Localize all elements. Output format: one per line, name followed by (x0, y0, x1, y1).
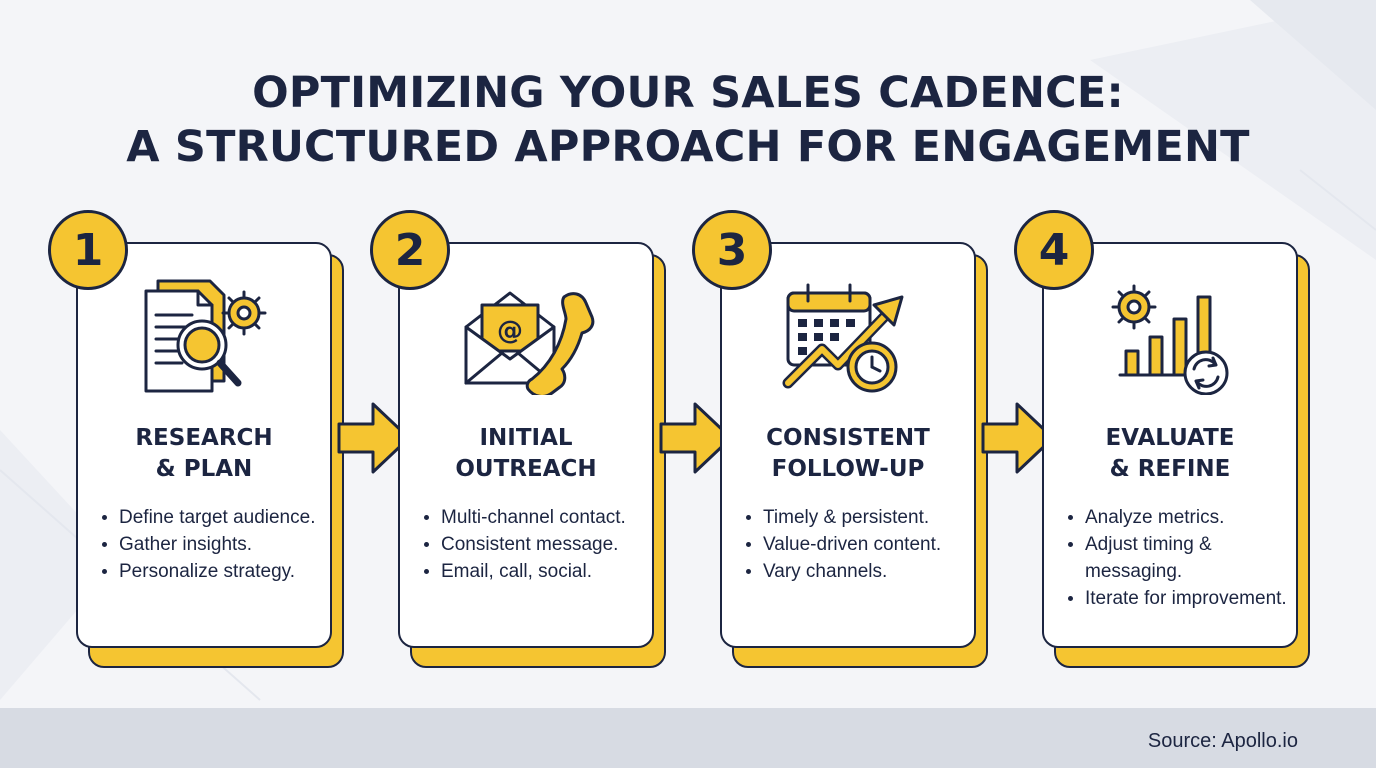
list-item: Vary channels. (741, 558, 971, 585)
step-arrow-right-icon (659, 402, 733, 474)
step-3-bullets: Timely & persistent. Value-driven conten… (741, 504, 971, 585)
step-3-title: CONSISTENT FOLLOW-UP (720, 423, 976, 485)
list-item: Timely & persistent. (741, 504, 971, 531)
title-line-1: OPTIMIZING YOUR SALES CADENCE: (252, 68, 1124, 118)
step-4-title-line-2: & REFINE (1109, 456, 1231, 482)
list-item: Adjust timing & messaging. (1063, 531, 1293, 585)
step-4-title: EVALUATE & REFINE (1042, 423, 1298, 485)
email-phone-icon: @ (464, 291, 595, 395)
steps-flow: 1 (48, 210, 1310, 668)
step-4-number-badge: 4 (1014, 210, 1094, 290)
step-4-bullets: Analyze metrics. Adjust timing & messagi… (1063, 504, 1293, 612)
list-item: Personalize strategy. (97, 558, 327, 585)
step-2-title-line-1: INITIAL (479, 425, 573, 451)
step-2-title-line-2: OUTREACH (455, 456, 597, 482)
step-arrow-right-icon (337, 402, 411, 474)
step-2-bullets: Multi-channel contact. Consistent messag… (419, 504, 649, 585)
step-2-number-badge: 2 (370, 210, 450, 290)
step-arrow-right-icon (981, 402, 1055, 474)
list-item: Gather insights. (97, 531, 327, 558)
step-1-title-line-1: RESEARCH (135, 425, 273, 451)
source-credit: Source: Apollo.io (1147, 730, 1298, 752)
step-1-title: RESEARCH & PLAN (76, 423, 332, 485)
gear-bar-chart-refresh-icon (1111, 284, 1229, 395)
step-2-title: INITIAL OUTREACH (398, 423, 654, 485)
step-1-number-badge: 1 (48, 210, 128, 290)
step-3-title-line-2: FOLLOW-UP (771, 456, 925, 482)
page-title: OPTIMIZING YOUR SALES CADENCE: A STRUCTU… (0, 66, 1376, 174)
list-item: Define target audience. (97, 504, 327, 531)
footer-bar: Source: Apollo.io (0, 708, 1376, 768)
step-4-title-line-1: EVALUATE (1105, 425, 1235, 451)
step-1-bullets: Define target audience. Gather insights.… (97, 504, 327, 585)
step-1-title-line-2: & PLAN (155, 456, 253, 482)
step-4-card (1042, 242, 1298, 648)
list-item: Iterate for improvement. (1063, 585, 1293, 612)
step-3-title-line-1: CONSISTENT (766, 425, 930, 451)
list-item: Analyze metrics. (1063, 504, 1293, 531)
list-item: Consistent message. (419, 531, 649, 558)
list-item: Value-driven content. (741, 531, 971, 558)
step-3-number-badge: 3 (692, 210, 772, 290)
title-line-2: A STRUCTURED APPROACH FOR ENGAGEMENT (126, 122, 1250, 172)
document-magnifier-gear-icon (144, 279, 267, 393)
calendar-trend-clock-icon (782, 283, 904, 393)
list-item: Email, call, social. (419, 558, 649, 585)
svg-text:@: @ (497, 316, 523, 346)
list-item: Multi-channel contact. (419, 504, 649, 531)
step-1-card (76, 242, 332, 648)
